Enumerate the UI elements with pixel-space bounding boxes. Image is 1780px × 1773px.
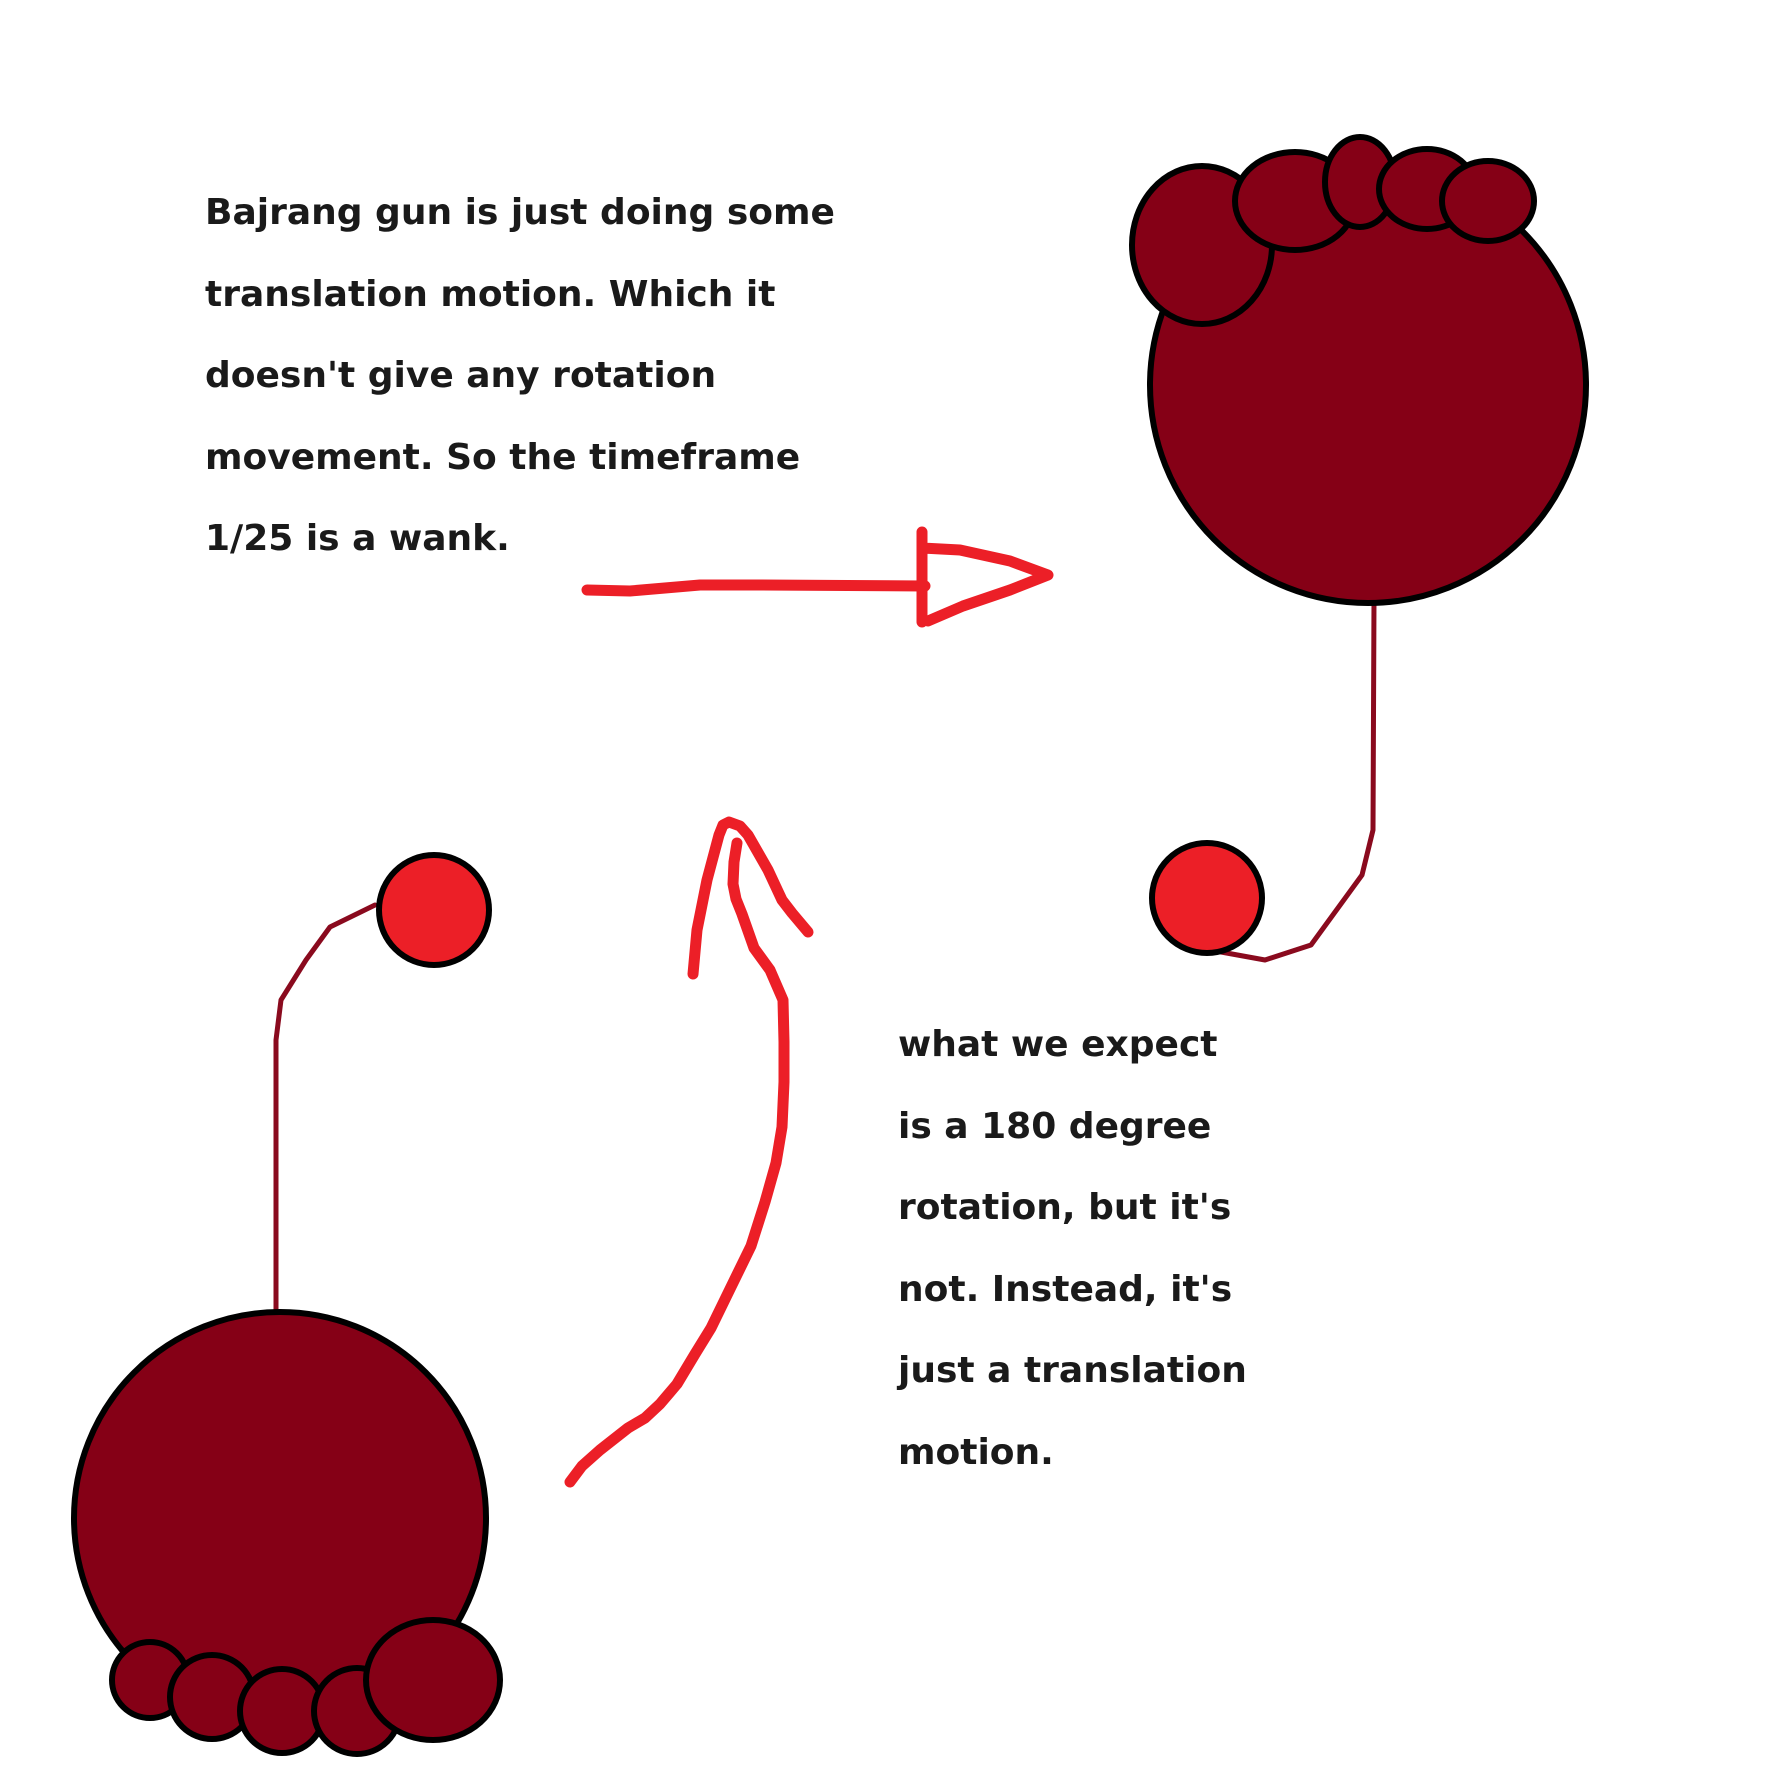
note-translation-claim: Bajrang gun is just doing some translati…: [205, 172, 835, 580]
figure-translated-ball: [1152, 843, 1262, 953]
note-line: just a translation: [898, 1330, 1247, 1412]
arrow-translation-head: [922, 532, 1048, 622]
note-line: what we expect: [898, 1004, 1247, 1086]
note-line: motion.: [898, 1412, 1247, 1494]
arrow-rotation-shaft: [570, 843, 784, 1482]
figure-translated: [1132, 137, 1586, 960]
bump: [1442, 161, 1534, 241]
note-line: doesn't give any rotation: [205, 335, 835, 417]
arrow-translation-shaft: [587, 585, 925, 591]
note-expected-rotation: what we expect is a 180 degree rotation,…: [898, 1004, 1247, 1493]
note-line: Bajrang gun is just doing some: [205, 172, 835, 254]
note-line: rotation, but it's: [898, 1167, 1247, 1249]
note-line: 1/25 is a wank.: [205, 498, 835, 580]
note-line: translation motion. Which it: [205, 254, 835, 336]
figure-original-ball: [379, 855, 489, 965]
figure-original: [74, 855, 500, 1754]
bump: [366, 1620, 500, 1740]
note-line: not. Instead, it's: [898, 1249, 1247, 1331]
note-line: movement. So the timeframe: [205, 417, 835, 499]
figure-original-string: [276, 905, 375, 1322]
arrow-rotation-expected: [570, 822, 808, 1482]
note-line: is a 180 degree: [898, 1086, 1247, 1168]
